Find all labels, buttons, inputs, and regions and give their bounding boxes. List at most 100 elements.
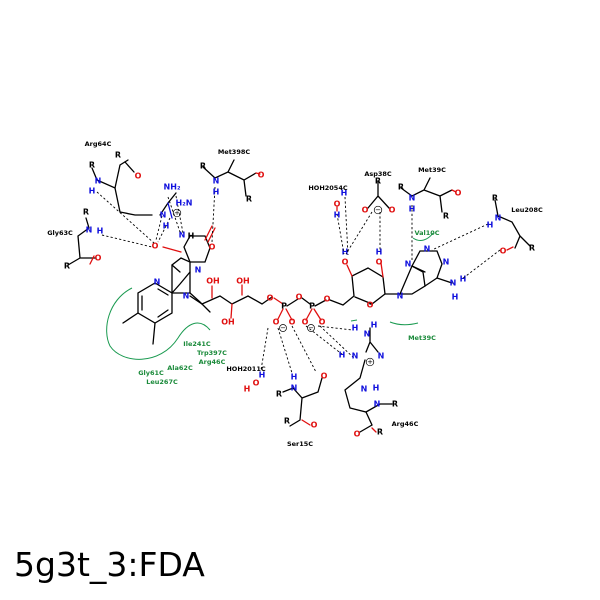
atom-o: O [500,247,507,256]
atom-h: H [409,205,416,214]
atom-o: O [324,295,331,304]
ligand-ribityl-chain: OH OH OH O [189,277,274,327]
atom-h: H [460,275,467,284]
atom-h: H [376,248,383,257]
atom-r: R [115,151,121,160]
atom-o: O [319,318,326,327]
atom-o: O [135,172,142,181]
atom-n: N [450,279,457,288]
atom-h: H [352,324,359,333]
residue-label-hoh2011: HOH2011C [226,365,265,373]
atom-n: N [364,330,371,339]
residue-met398: R N H O R Met398C [200,148,265,204]
atom-h: H [188,232,195,241]
atom-h: H [373,384,380,393]
residue-label-val10: Val10C [414,229,439,237]
atom-p: P [281,302,287,311]
atom-h: H [342,248,349,257]
atom-r: R [398,183,404,192]
svg-text:+: + [367,358,373,366]
atom-n: N [397,292,404,301]
atom-r: R [64,262,70,271]
atom-n: N [443,258,450,267]
atom-r: R [200,162,206,171]
atom-r: R [375,177,381,186]
residue-label-asp38: Asp38C [364,170,392,178]
ligand-adenine: N N N N N H H [397,245,467,302]
ligand-title: 5g3t_3:FDA [14,545,205,584]
atom-n: N [374,400,381,409]
hydrophobic-arc-flavin [106,287,211,360]
atom-h: H [339,351,346,360]
hydrophobic-contacts [106,232,434,360]
atom-o: O [253,379,260,388]
atom-r: R [284,417,290,426]
atom-n: N [95,177,102,186]
residue-label-ile241: Ile241C [183,340,211,348]
ligand-ribose: O O H O H [329,248,399,310]
atom-h2n: N [352,352,359,361]
atom-n: N [154,278,161,287]
atom-o: O [289,318,296,327]
atom-r: R [276,390,282,399]
residue-label-met39-top: Met39C [418,166,446,174]
residue-label-arg64: Arg64C [85,140,112,148]
residue-label-gly63: Gly63C [47,229,73,237]
atom-r: R [529,244,535,253]
atom-n: N [495,214,502,223]
atom-h: H [89,187,96,196]
atom-h: H [487,221,494,230]
atom-n: N [361,385,368,394]
svg-text:−: − [375,206,381,214]
atom-oh: OH [206,277,220,286]
atom-r: R [392,400,398,409]
atom-o: O [354,430,361,439]
hydrophobic-arc-met39 [389,321,419,326]
atom-h: H [291,373,298,382]
atom-p: P [309,302,315,311]
atom-o: O [389,206,396,215]
atom-o: O [296,293,303,302]
atom-n: N [409,194,416,203]
residue-label-ala62: Ala62C [167,364,193,372]
atom-r: R [246,195,252,204]
residue-label-trp397: Trp397C [197,349,227,357]
hydrophobic-arc-val10 [412,232,434,241]
residue-label-leu208: Leu208C [511,206,543,214]
atom-o: O [376,258,383,267]
residue-label-ser15: Ser15C [287,440,313,448]
residue-arg46: H N H H N N + N H N R O R Arg46C [339,321,419,439]
residue-asp38: R O O − Asp38C [362,170,396,215]
ligand-pyrophosphate: P P O O O O O O − − [273,293,331,333]
hydrophobic-arc-arg46 [350,319,358,322]
residue-label-hoh2054: HOH2054C [308,184,347,192]
residue-label-arg46-hyd: Arg46C [199,358,226,366]
atom-o: O [455,189,462,198]
atom-o: O [311,421,318,430]
atom-n: N [291,384,298,393]
atom-n: N [195,266,202,275]
residue-met39-top: R N H O R Met39C [398,166,462,221]
atom-o: O [152,242,159,251]
residue-label-met39-hyd: Met39C [408,334,436,342]
atom-h: H [452,293,459,302]
residue-arg64: R N H R O NH₂ H₂N N H + Arg64C [85,140,193,231]
atom-r: R [89,161,95,170]
residue-label-leu267: Leu267C [146,378,178,386]
atom-o: O [334,200,341,209]
atom-r: R [492,194,498,203]
hydrogen-bonds [96,186,501,374]
atom-r: R [83,208,89,217]
residue-label-arg46: Arg46C [392,420,419,428]
atom-o: O [258,171,265,180]
svg-text:−: − [280,324,286,332]
residue-ser15: R N H O O R Ser15C [276,372,328,449]
atom-oh: OH [236,277,250,286]
atom-n: N [213,177,220,186]
atom-n: N [378,352,385,361]
atom-n: N [86,226,93,235]
water-hoh2054: H O H HOH2054C [308,184,347,220]
atom-h: H [213,188,220,197]
atom-o: O [95,254,102,263]
